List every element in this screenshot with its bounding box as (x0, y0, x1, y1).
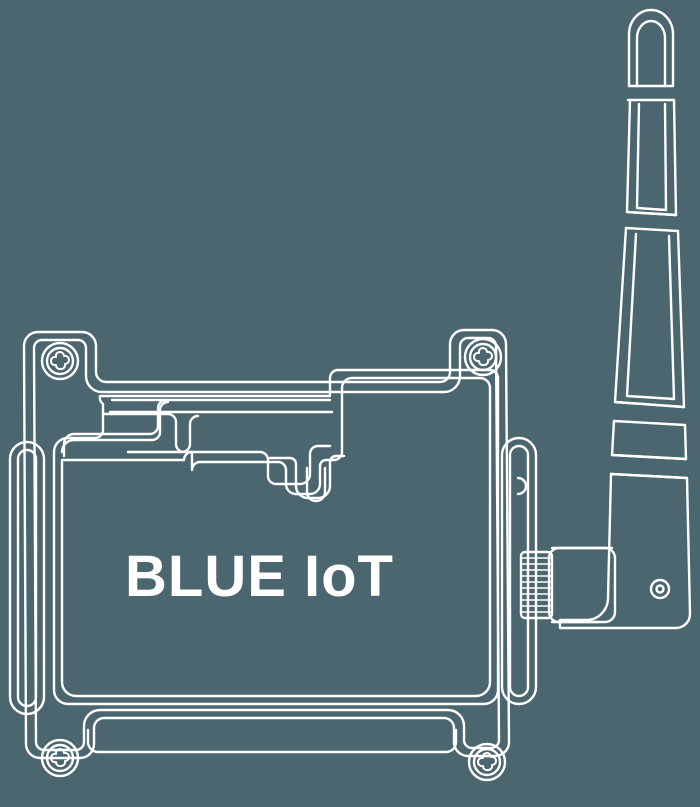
side-tab-right-inner (508, 444, 530, 698)
antenna-tip-inner (635, 19, 667, 88)
screw-bottom-left-rim (40, 738, 80, 778)
lid-main-panel (60, 376, 492, 698)
screw-top-right-rim (463, 337, 503, 377)
connector-body (547, 546, 617, 624)
screw-bottom-right (467, 742, 507, 782)
antenna-lower-shaft-inner (625, 232, 676, 401)
screw-bottom-left-head (45, 743, 75, 773)
brand-logo-text: BLUE IoT (125, 544, 394, 609)
antenna-base-pivot-screw-inner (655, 584, 665, 594)
antenna-base-pivot-screw-outer (649, 578, 671, 600)
screw-bottom-right-cross (477, 752, 497, 772)
lid-step-shoulder-left (62, 398, 168, 458)
screw-top-left-rim (40, 341, 80, 381)
mount-plate-outline (22, 328, 511, 760)
side-tab-left (8, 440, 46, 716)
antenna-tip-dome (627, 8, 675, 88)
lid-step-shoulder-mid (126, 414, 200, 454)
antenna-base-body (558, 472, 692, 630)
screw-top-left-head (45, 346, 75, 376)
lid-step-notch (268, 454, 346, 500)
screw-bottom-left-cross (50, 748, 70, 768)
antenna-upper-shaft-inner (635, 102, 668, 212)
mounting-bracket (22, 328, 511, 760)
screw-bottom-right-rim (467, 742, 507, 782)
antenna-base-band-upper-2 (612, 419, 687, 427)
line-art-group (8, 8, 692, 782)
side-tab-left-inner (16, 448, 38, 708)
lid-outer-edge (52, 368, 500, 706)
side-tabs (8, 436, 538, 716)
screw-top-left (40, 341, 80, 381)
bottom-bracket-rail (86, 728, 458, 754)
side-tab-right-notch (516, 476, 528, 496)
screw-top-right-cross (473, 347, 493, 367)
lid-center-tab (305, 466, 327, 503)
lid-inner-edge (102, 412, 332, 486)
lid-body-panel (60, 400, 170, 454)
antenna-base-band-upper (613, 400, 686, 409)
screw-top-right (463, 337, 503, 377)
antenna-base-band-lower-2 (610, 453, 688, 461)
screw-bottom-left (40, 738, 80, 778)
screw-bottom-right-head (472, 747, 502, 777)
screw-top-left-cross (50, 351, 70, 371)
external-antenna (558, 8, 692, 630)
mount-plate-inner-outline (32, 336, 501, 752)
antenna-mid-band-lower (624, 226, 680, 233)
side-tab-right (500, 436, 538, 706)
screw-top-right-head (468, 342, 498, 372)
screws (40, 337, 507, 782)
antenna-mid-band (625, 210, 678, 217)
stepped-lid (52, 368, 500, 706)
